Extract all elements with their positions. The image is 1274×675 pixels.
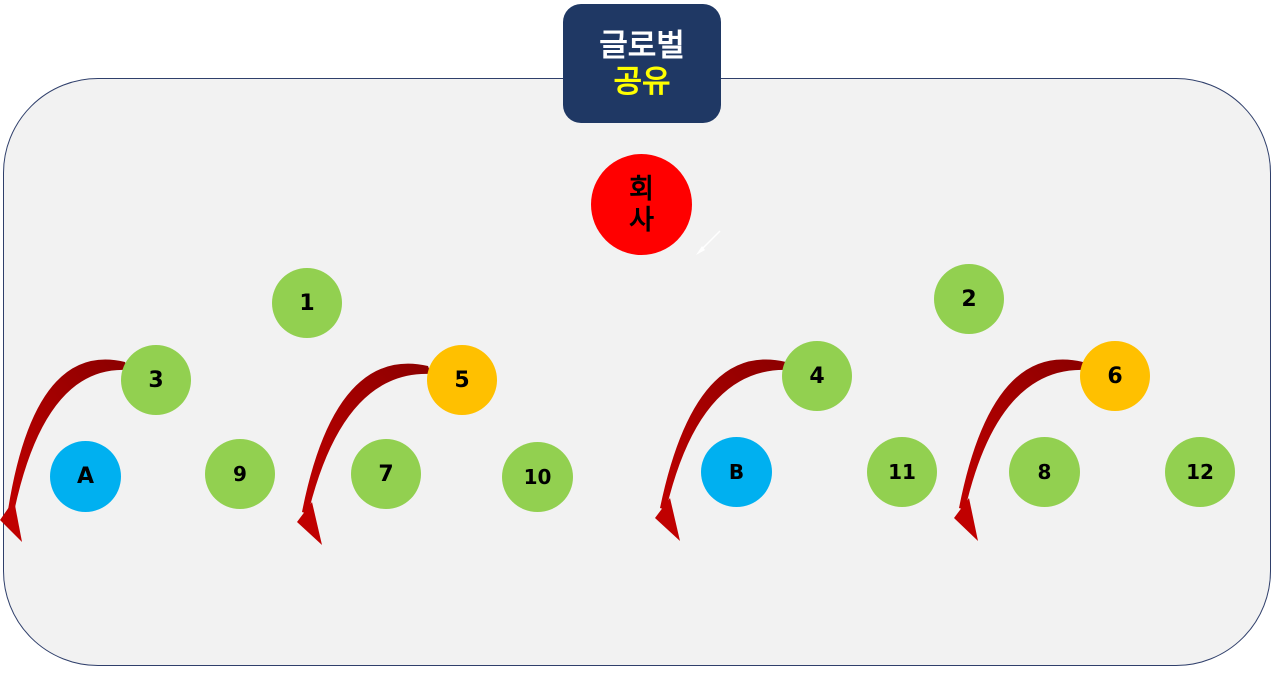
curved-arrow-from-5 [297,363,431,545]
title-box: 글로벌 공유 [563,4,721,123]
company-line1: 회 [629,173,654,205]
node-b: B [701,437,772,507]
node-7: 7 [351,439,421,509]
company-node: 회 사 [591,154,692,255]
title-line1: 글로벌 [599,27,685,64]
node-12: 12 [1165,437,1235,507]
node-6: 6 [1080,341,1150,411]
node-9: 9 [205,439,275,509]
node-4: 4 [782,341,852,411]
node-a: A [50,441,121,512]
node-8: 8 [1009,437,1080,507]
curved-arrow-from-4 [655,359,789,541]
curved-arrow-from-6 [954,359,1086,541]
title-line2: 공유 [613,63,671,100]
node-1: 1 [272,268,342,338]
node-11: 11 [867,437,937,507]
node-5: 5 [427,345,497,415]
curved-arrow-from-3 [0,359,128,542]
node-10: 10 [502,442,573,512]
node-3: 3 [121,345,191,415]
node-2: 2 [934,264,1004,334]
company-line2: 사 [629,204,654,236]
company-pointer-arrow [696,230,721,255]
